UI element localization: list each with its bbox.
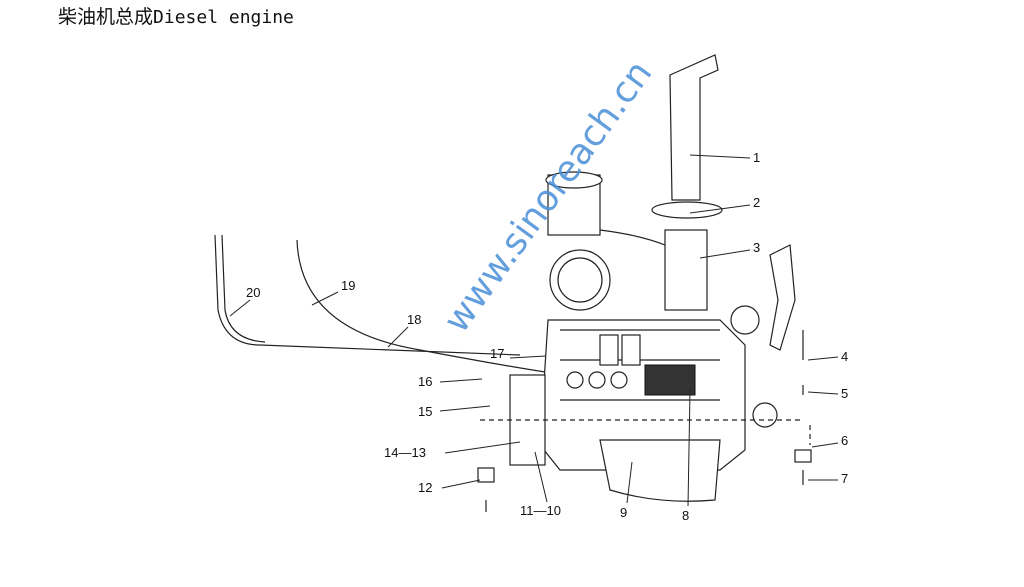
leader-line [687, 389, 691, 507]
injection-pump [644, 364, 696, 396]
leader-line [509, 355, 547, 359]
page-title: 柴油机总成Diesel engine [58, 2, 294, 29]
leader-line [441, 479, 481, 489]
leader-line [444, 441, 521, 454]
exhaust-pipe [669, 54, 719, 201]
leader-line [439, 405, 491, 412]
leader-line [626, 461, 633, 504]
callout-15: 15 [418, 404, 432, 419]
exhaust-flange [651, 201, 723, 219]
leader-lines [229, 154, 839, 507]
leader-line [534, 451, 548, 503]
title-en: Diesel engine [153, 7, 294, 28]
callout-18: 18 [407, 312, 421, 327]
callout-6: 6 [841, 433, 848, 448]
watermark: www.sinoreach.cn [436, 53, 660, 340]
title-zh: 柴油机总成 [58, 6, 154, 28]
cable-19 [296, 239, 546, 373]
leader-line [689, 204, 751, 214]
cable-20 [214, 234, 521, 356]
oil-pan [599, 439, 721, 502]
fan [769, 244, 796, 351]
leader-line [229, 299, 251, 317]
callout-8: 8 [682, 508, 689, 523]
callout-16: 16 [418, 374, 432, 389]
callout-11-10: 11—10 [520, 503, 561, 518]
leader-line [439, 378, 483, 383]
leader-line [699, 249, 751, 259]
callout-1: 1 [753, 150, 760, 165]
callout-19: 19 [341, 278, 355, 293]
leader-line [311, 291, 339, 306]
callout-7: 7 [841, 471, 848, 486]
callout-3: 3 [753, 240, 760, 255]
leader-line [811, 442, 839, 448]
callout-2: 2 [753, 195, 760, 210]
leader-line [807, 391, 839, 395]
callout-17: 17 [490, 346, 504, 361]
leader-line [689, 154, 751, 159]
engine-drawing [214, 54, 812, 512]
callout-20: 20 [246, 285, 260, 300]
callout-5: 5 [841, 386, 848, 401]
callout-14-13: 14—13 [384, 445, 426, 460]
air-filter-housing [549, 249, 611, 311]
callout-12: 12 [418, 480, 432, 495]
callout-9: 9 [620, 505, 627, 520]
leader-line [807, 356, 839, 361]
leader-line [387, 326, 409, 348]
callout-4: 4 [841, 349, 848, 364]
muffler [664, 229, 708, 311]
